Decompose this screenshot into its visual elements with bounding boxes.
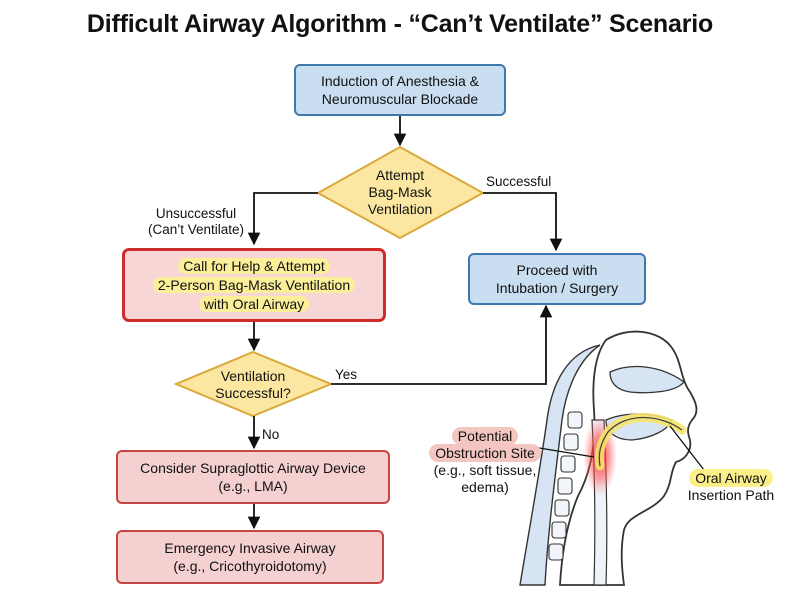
supraglottic-line-1: Consider Supraglottic Airway Device — [140, 460, 366, 476]
invasive-line-2: (e.g., Cricothyroidotomy) — [173, 558, 327, 574]
supraglottic-line-2: (e.g., LMA) — [218, 478, 288, 494]
obstruction-example-1: (e.g., soft tissue, — [433, 462, 537, 478]
attempt-bmv-line-2: Bag-Mask — [368, 184, 432, 200]
attempt-bmv-label: Attempt Bag-Mask Ventilation — [340, 167, 460, 218]
unsuccessful-line-2: (Can’t Ventilate) — [147, 222, 245, 237]
edge-unsuccessful — [247, 192, 318, 246]
vent-success-diamond — [173, 350, 334, 418]
edge-label-yes: Yes — [335, 367, 358, 382]
vent-success-line-1: Ventilation — [220, 368, 286, 384]
oral-airway-label: Oral Airway — [689, 469, 773, 487]
invasive-line-1: Emergency Invasive Airway — [164, 540, 336, 556]
induction-line-1: Induction of Anesthesia & — [321, 73, 479, 89]
unsuccessful-line-1: Unsuccessful — [155, 206, 237, 221]
invasive-box: Emergency Invasive Airway (e.g., Cricoth… — [116, 530, 384, 584]
edge-successful — [483, 192, 563, 252]
insertion-path-label: Insertion Path — [687, 487, 775, 503]
connectors — [247, 116, 563, 530]
call-help-line-3: with Oral Airway — [198, 295, 310, 312]
obstruction-annotation: Potential Obstruction Site (e.g., soft t… — [410, 427, 560, 496]
oral-airway-annotation: Oral Airway Insertion Path — [672, 469, 790, 504]
obstruction-line-2: Obstruction Site — [429, 444, 541, 462]
obstruction-line-1: Potential — [451, 427, 519, 445]
vent-success-label: Ventilation Successful? — [193, 368, 313, 402]
vent-success-line-2: Successful? — [215, 385, 291, 401]
edge-label-successful: Successful — [486, 174, 552, 189]
edge-label-no: No — [262, 427, 280, 442]
call-help-line-2: 2-Person Bag-Mask Ventilation — [152, 276, 356, 293]
induction-box: Induction of Anesthesia & Neuromuscular … — [294, 64, 506, 116]
proceed-line-1: Proceed with — [516, 262, 598, 278]
diagram-title: Difficult Airway Algorithm - “Can’t Vent… — [86, 10, 714, 38]
call-help-line-1: Call for Help & Attempt — [178, 257, 330, 274]
induction-line-2: Neuromuscular Blockade — [321, 91, 479, 107]
attempt-bmv-line-3: Ventilation — [367, 201, 433, 217]
call-help-box: Call for Help & Attempt 2-Person Bag-Mas… — [122, 248, 386, 322]
edge-label-unsuccessful: Unsuccessful (Can’t Ventilate) — [140, 206, 252, 238]
attempt-bmv-diamond — [315, 145, 486, 240]
proceed-box: Proceed with Intubation / Surgery — [468, 253, 646, 305]
airway-illustration — [519, 330, 705, 586]
obstruction-example-2: edema) — [461, 479, 509, 495]
edge-yes — [331, 304, 553, 385]
attempt-bmv-line-1: Attempt — [375, 167, 425, 183]
supraglottic-box: Consider Supraglottic Airway Device (e.g… — [116, 450, 390, 504]
proceed-line-2: Intubation / Surgery — [495, 280, 619, 296]
